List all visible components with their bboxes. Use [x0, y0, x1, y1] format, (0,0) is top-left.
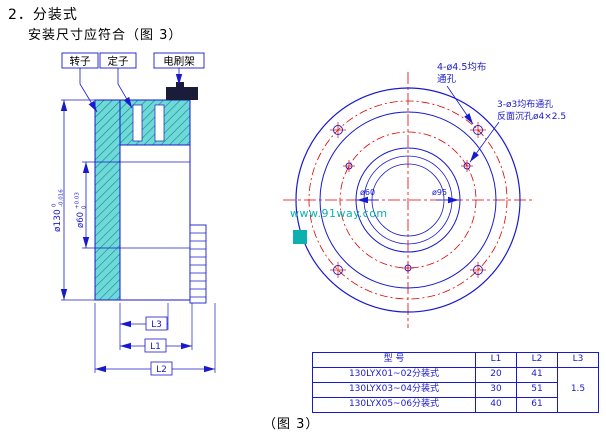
holes4-leader-line: [446, 85, 474, 125]
l1-dimension: L1: [120, 338, 192, 353]
table-header-row: 型 号 L1 L2 L3: [312, 352, 599, 368]
l1-cell: 20: [475, 366, 517, 383]
hole-4x-nw: [330, 122, 346, 138]
header-l1: L1: [475, 352, 517, 368]
hole-4x-se: [470, 262, 486, 278]
model-cell: 130LYX01~02分装式: [312, 366, 476, 383]
bolt-circle-4holes: [308, 100, 508, 300]
table-row: 130LYX01~02分装式 20 41 1.5: [312, 366, 599, 413]
subsection-heading: 安装尺寸应符合（图 3）: [28, 28, 183, 43]
holes4-note-line2: 通孔: [437, 74, 457, 85]
l2-cell: 61: [516, 396, 558, 413]
hole-4x-sw: [330, 262, 346, 278]
winding-slot: [154, 104, 165, 142]
hole-4x-ne: [470, 122, 486, 138]
holes3-annotation: 3-ø3均布通孔 反面沉孔ø4×2.5: [469, 98, 566, 163]
dia-130-tol-lower: -0.016: [59, 189, 65, 207]
l3-dimension: L3: [120, 316, 168, 331]
header-model: 型 号: [312, 352, 476, 368]
front-view: 4-ø4.5均布 通孔 3-ø3均布通孔 反面沉孔ø4×2.5 ø60 ø95 …: [283, 61, 566, 328]
housing-body-outline: [119, 144, 191, 301]
flange-section: [94, 99, 121, 301]
table-row: 130LYX03~04分装式 30 51: [312, 381, 599, 398]
bore-dim-label: ø60: [360, 188, 375, 197]
winding-slot: [132, 104, 143, 142]
dimension-table: 型 号 L1 L2 L3 130LYX01~02分装式 20 41 1.5 13…: [312, 352, 599, 413]
l1-label: L1: [150, 342, 161, 352]
brush-holder-part: [166, 82, 198, 100]
hole-3x-left: [343, 160, 355, 172]
length-dimensions: L3 L1 L2: [94, 303, 216, 376]
stator-band-section: [119, 99, 191, 146]
l2-label: L2: [156, 365, 167, 375]
section-heading: 2．分装式: [8, 7, 78, 23]
l3-merged-cell: 1.5: [557, 366, 599, 413]
holes4-annotation: 4-ø4.5均布 通孔: [437, 61, 486, 125]
watermark: www.91way.com: [290, 207, 388, 244]
inner-diameter-dimensions: ø60 ø95: [357, 188, 459, 204]
l2-dimension: L2: [95, 361, 215, 376]
mounting-holes-3x: [343, 160, 473, 274]
bolt-circle-3holes: [339, 131, 477, 269]
rotor-leader-line: [79, 68, 98, 113]
centerlines: [283, 72, 533, 328]
figure-caption: （图 3）: [263, 417, 320, 432]
model-cell: 130LYX05~06分装式: [312, 396, 476, 413]
part-label-rotor: 转子: [61, 52, 99, 113]
dia-130-dimension: ø130 0 -0.016: [52, 99, 95, 301]
header-l2: L2: [516, 352, 558, 368]
l2-cell: 41: [516, 366, 558, 383]
part-label-stator: 定子: [99, 52, 137, 109]
stator-label: 定子: [108, 55, 129, 68]
dia-60-tol-upper: +0.03: [75, 192, 81, 209]
l1-cell: 30: [475, 381, 517, 398]
stator-leader-line: [117, 68, 133, 109]
dia-60-tol-lower: 0: [82, 205, 88, 209]
rotor-label: 转子: [70, 55, 91, 68]
holes3-leader-line: [469, 121, 500, 163]
table-row: 130LYX05~06分装式 40 61: [312, 396, 599, 413]
watermark-stamp: [293, 230, 307, 244]
l3-label: L3: [151, 320, 162, 330]
dia-130-tol-upper: 0: [52, 203, 58, 207]
dia-130-value: ø130: [53, 209, 63, 232]
holes3-note-line2: 反面沉孔ø4×2.5: [497, 111, 566, 122]
spigot-dim-label: ø95: [432, 188, 447, 197]
holes3-note-line1: 3-ø3均布通孔: [497, 98, 553, 110]
cross-section-view: 转子 定子 电刷架 ø130 0 -0.016: [52, 52, 216, 376]
part-label-brush-holder: 电刷架: [153, 52, 205, 85]
header-l3: L3: [557, 352, 599, 368]
hole-3x-bottom: [402, 262, 414, 274]
dia-60-value: ø60: [76, 212, 86, 228]
l1-cell: 40: [475, 396, 517, 413]
hole-3x-right: [461, 160, 473, 172]
model-cell: 130LYX03~04分装式: [312, 381, 476, 398]
dia-60-dimension: ø60 +0.03 0: [75, 161, 120, 249]
mounting-holes-4x: [330, 122, 486, 278]
slip-rings: [189, 224, 207, 304]
brush-holder-label: 电刷架: [163, 55, 195, 68]
l2-cell: 51: [516, 381, 558, 398]
watermark-text: www.91way.com: [290, 207, 388, 220]
holes4-note-line1: 4-ø4.5均布: [437, 61, 486, 73]
